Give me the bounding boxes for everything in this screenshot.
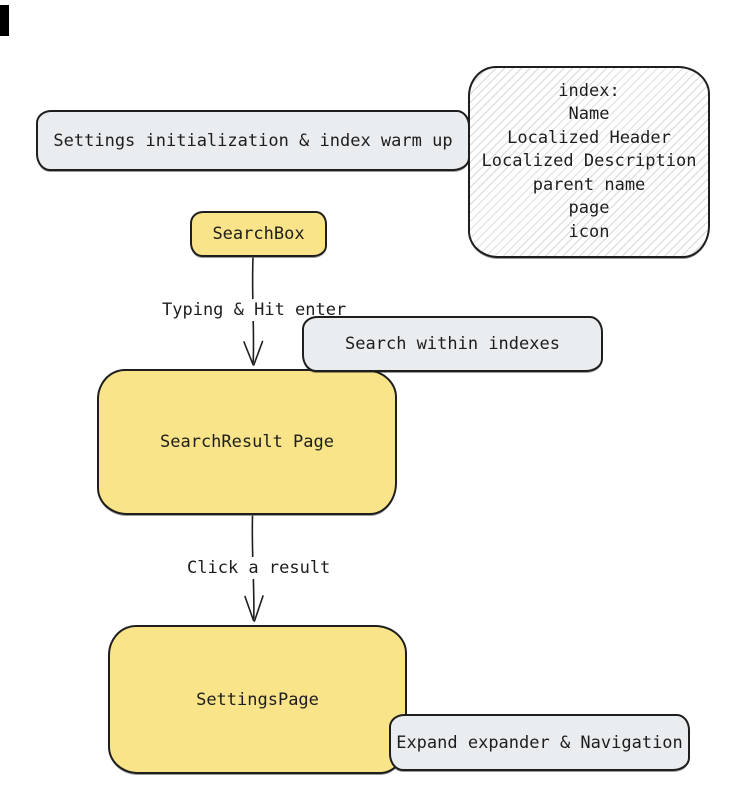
black-corner-marker [0, 5, 9, 36]
index-field-line: Localized Header [507, 127, 671, 148]
node-settings-page-label: SettingsPage [196, 689, 319, 710]
node-searchresult-page: SearchResult Page [97, 369, 397, 515]
index-field-line: index: [558, 81, 620, 102]
node-searchbox: SearchBox [190, 211, 327, 257]
index-field-line: Name [568, 104, 610, 125]
node-expand-navigation: Expand expander & Navigation [389, 714, 690, 771]
node-settings-initialization-label: Settings initialization & index warm up [53, 130, 453, 151]
index-fields-list: index: Name Localized Header Localized D… [470, 80, 708, 244]
arrow-head [253, 340, 264, 366]
arrow-head [253, 595, 264, 622]
index-field-line: icon [568, 221, 610, 242]
node-search-within-indexes: Search within indexes [302, 316, 603, 372]
index-field-line: Localized Description [481, 151, 697, 172]
edge-label-click: Click a result [184, 557, 334, 579]
node-searchresult-page-label: SearchResult Page [160, 432, 334, 452]
node-search-within-indexes-label: Search within indexes [345, 334, 560, 354]
arrow-head [244, 595, 255, 622]
arrow-head [243, 341, 254, 366]
node-settings-initialization: Settings initialization & index warm up [36, 110, 470, 171]
node-settings-page: SettingsPage [108, 625, 407, 774]
node-index-fields: index: Name Localized Header Localized D… [468, 66, 710, 258]
index-field-line: page [568, 198, 610, 219]
node-searchbox-label: SearchBox [212, 224, 305, 244]
node-expand-navigation-label: Expand expander & Navigation [396, 732, 683, 753]
edge-label-click-text: Click a result [187, 558, 331, 578]
index-field-line: parent name [532, 174, 646, 195]
